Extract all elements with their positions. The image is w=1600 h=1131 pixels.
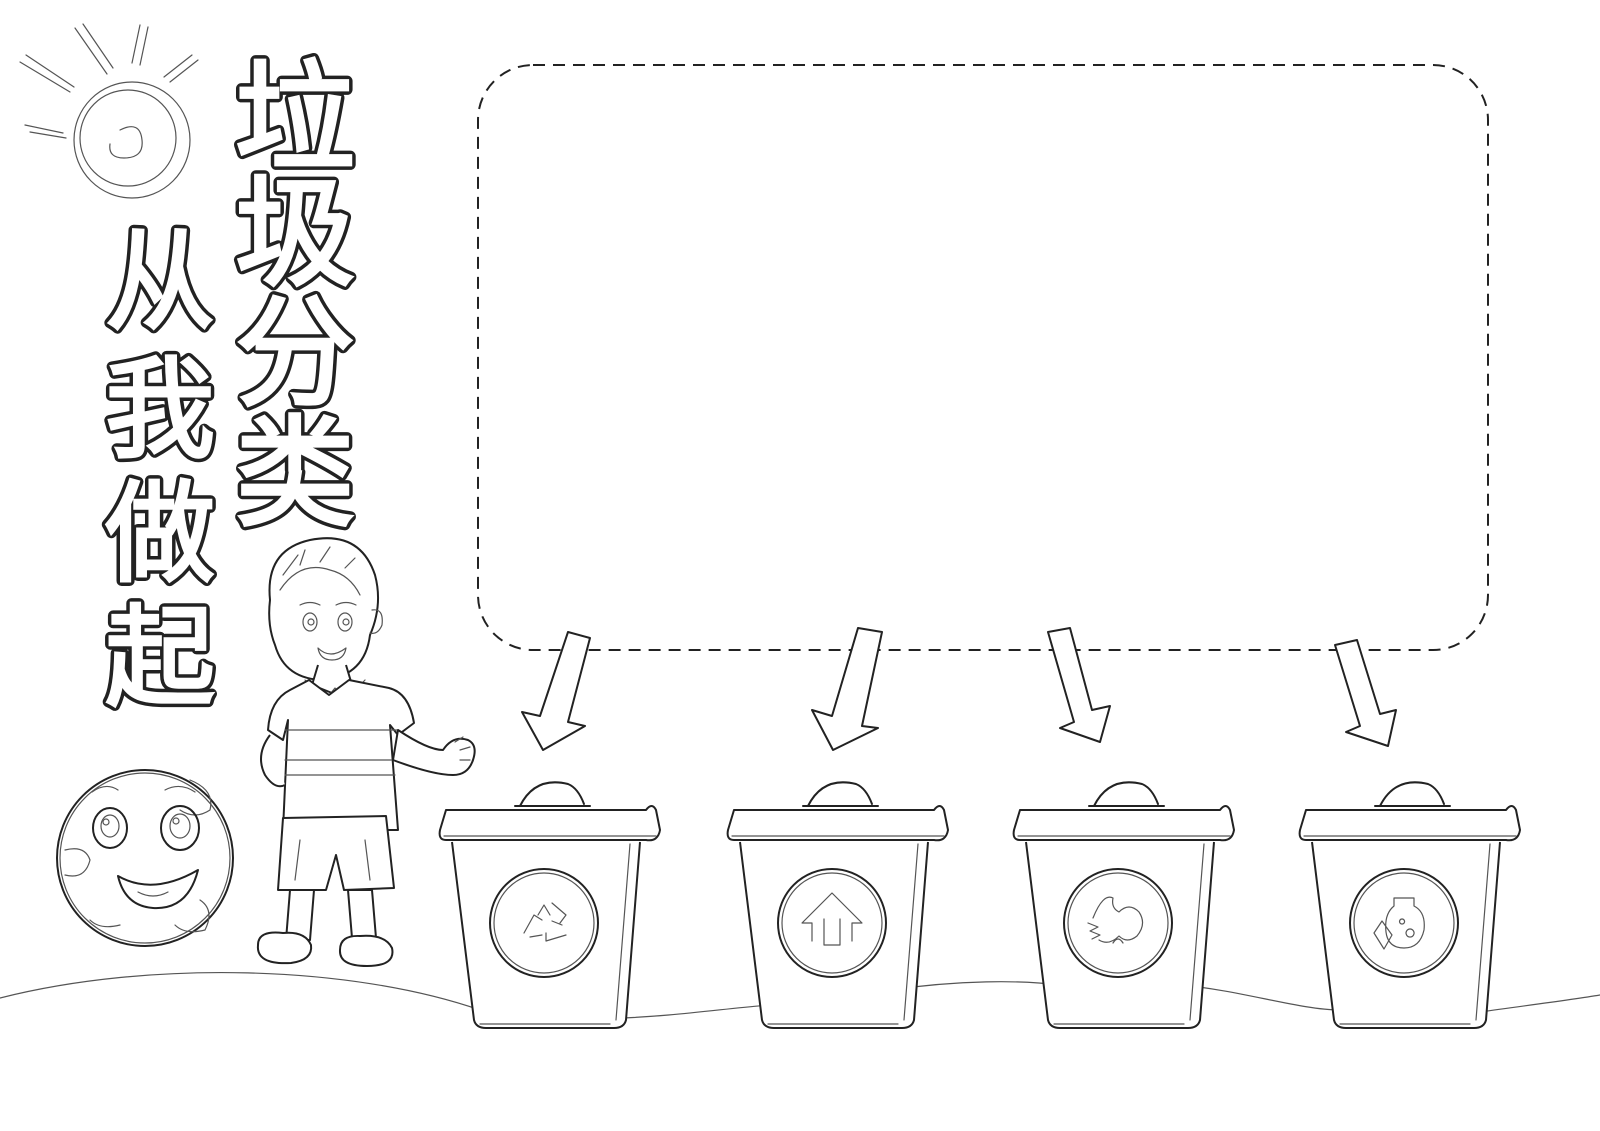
title-column-right: 垃 圾 分 类 xyxy=(232,47,359,548)
boy-illustration xyxy=(256,537,476,967)
title-char: 从 xyxy=(105,218,215,346)
ground-line xyxy=(0,971,1600,1020)
arrow-down-icon xyxy=(811,627,883,751)
hazardous-arrows-icon xyxy=(801,892,863,946)
other-waste-icon xyxy=(1373,897,1425,950)
title-char: 分 xyxy=(235,285,355,424)
title-char: 垃 xyxy=(235,50,355,189)
trash-bin xyxy=(1298,781,1521,1029)
title-char: 做 xyxy=(104,470,215,598)
arrow-down-icon xyxy=(1047,627,1111,743)
title-char: 圾 xyxy=(235,165,355,304)
title-column-left: 从 我 做 起 xyxy=(101,215,220,726)
trash-bin xyxy=(438,781,661,1029)
content-box[interactable] xyxy=(477,64,1489,651)
title-char: 起 xyxy=(105,594,216,722)
recycle-icon xyxy=(523,902,567,942)
arrow-down-icon xyxy=(1334,639,1397,747)
title-char: 我 xyxy=(105,346,215,474)
trash-bin xyxy=(726,781,949,1029)
kitchen-waste-icon xyxy=(1087,896,1144,944)
arrow-down-icon xyxy=(521,631,591,751)
title-char: 类 xyxy=(235,405,355,544)
trash-bin xyxy=(1012,781,1235,1029)
sun-icon xyxy=(19,23,199,199)
smiling-earth-icon xyxy=(56,769,234,947)
